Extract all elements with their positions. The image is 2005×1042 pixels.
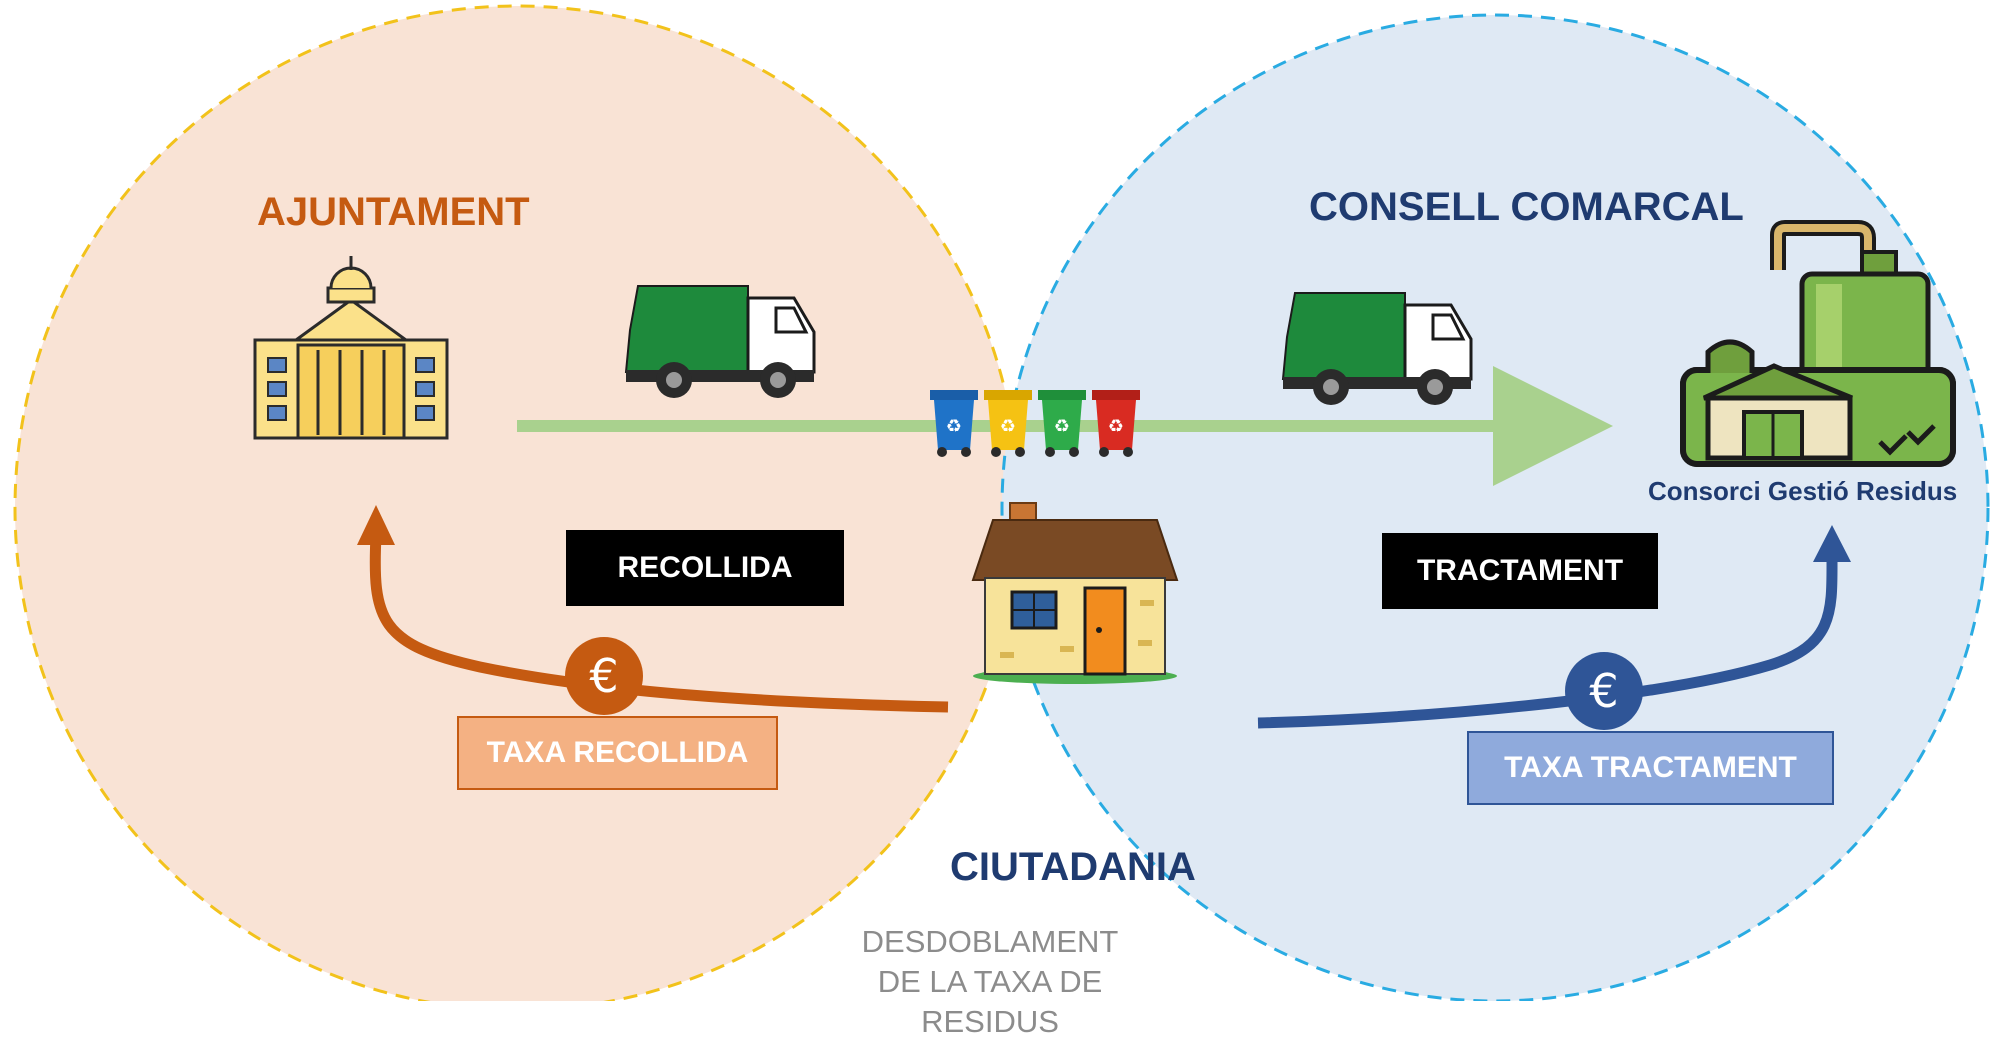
ajuntament-title: AJUNTAMENT bbox=[257, 190, 530, 234]
recollida-stage-box: RECOLLIDA bbox=[566, 530, 844, 606]
svg-text:♻: ♻ bbox=[1054, 416, 1070, 437]
payment-arrow-consell bbox=[1257, 554, 1838, 729]
tractament-stage-box: TRACTAMENT bbox=[1382, 533, 1658, 609]
garbage-truck-icon bbox=[1281, 292, 1473, 405]
consorci-label: Consorci Gestió Residus bbox=[1648, 476, 1958, 506]
recycling-bins-icon: ♻ ♻ ♻ ♻ bbox=[930, 390, 1140, 457]
taxa-tractament-box: TAXA TRACTAMENT bbox=[1467, 731, 1834, 805]
waste-treatment-plant-icon bbox=[1680, 220, 1956, 467]
ajuntament-circle bbox=[13, 4, 1021, 1001]
ciutadania-title: CIUTADANIA bbox=[950, 845, 1196, 889]
euro-icon: € bbox=[1565, 652, 1643, 730]
euro-icon: € bbox=[565, 637, 643, 715]
svg-text:♻: ♻ bbox=[1000, 416, 1016, 437]
svg-text:♻: ♻ bbox=[946, 416, 962, 437]
taxa-recollida-box: TAXA RECOLLIDA bbox=[457, 716, 778, 790]
payment-arrowhead-ajuntament bbox=[357, 505, 395, 545]
city-hall-icon bbox=[253, 256, 449, 440]
payment-arrow-ajuntament bbox=[369, 534, 949, 713]
waste-fee-diagram: ♻ ♻ ♻ ♻ bbox=[13, 4, 1990, 1001]
svg-text:♻: ♻ bbox=[1108, 416, 1124, 437]
house-icon bbox=[971, 502, 1179, 684]
consell-comarcal-title: CONSELL COMARCAL bbox=[1309, 185, 1744, 229]
diagram-subtitle: DESDOBLAMENT DE LA TAXA DE RESIDUS bbox=[861, 924, 1119, 1039]
garbage-truck-icon bbox=[624, 285, 816, 398]
payment-arrowhead-consell bbox=[1813, 525, 1851, 562]
